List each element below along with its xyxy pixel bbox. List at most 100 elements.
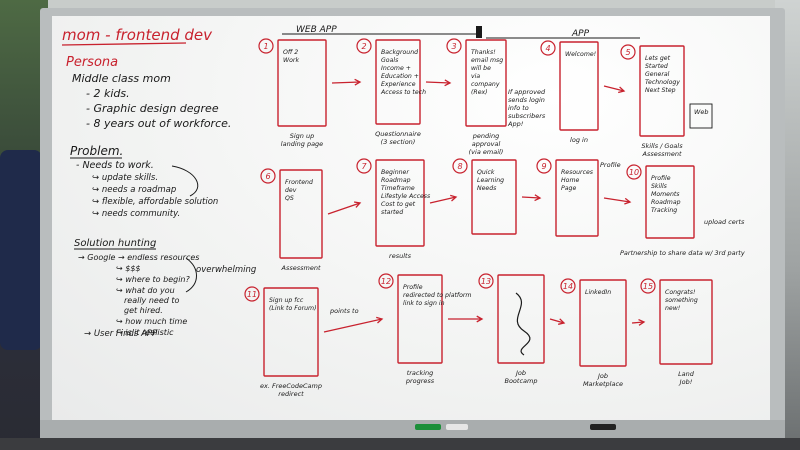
flow-arrow-6 <box>521 194 542 202</box>
overwhelming-note: overwhelming <box>196 265 257 275</box>
problem-heading: Problem. <box>70 144 123 158</box>
flow-arrow-10 <box>549 318 566 325</box>
solution-line-8: ↪ is it realistic <box>116 328 174 337</box>
step-14-number: 14 <box>563 282 573 291</box>
persona-heading: Persona <box>66 55 118 70</box>
step-2-badge <box>356 38 372 54</box>
solution-line-2: ↪ $$$ <box>116 264 141 273</box>
flow-arrow-1 <box>331 78 362 86</box>
board-title: mom - frontend dev <box>62 26 213 44</box>
step-14-screen-text: LinkedIn <box>585 289 611 296</box>
persona-line-2: - 2 kids. <box>86 87 130 100</box>
marker-black <box>590 424 616 430</box>
step-11-screen-text: Sign up fcc(Link to Forum) <box>269 297 316 312</box>
step-11-number: 11 <box>247 290 257 299</box>
persona-line-3: - Graphic design degree <box>86 102 219 115</box>
step-4-number: 4 <box>545 44 550 53</box>
step-7-badge <box>356 158 372 174</box>
flow-arrow-11 <box>631 318 646 326</box>
solution-line-7: ↪ how much time <box>116 317 187 326</box>
solution-line-4: ↪ what do you <box>116 286 175 295</box>
step-10-number: 10 <box>629 168 639 177</box>
floor <box>0 438 800 450</box>
title-group: mom - frontend dev <box>61 26 213 46</box>
marker-green <box>415 424 441 430</box>
step-5-screen <box>639 45 685 137</box>
step-1-number: 1 <box>263 42 268 51</box>
step-9-screen <box>555 159 599 237</box>
step-12-screen <box>397 274 443 364</box>
step-3-screen <box>465 39 507 127</box>
step-15-number: 15 <box>643 282 653 291</box>
flow-arrow-2 <box>425 79 452 87</box>
step-8-screen <box>471 159 517 235</box>
step-6-screen <box>279 169 323 259</box>
office-chair <box>0 150 42 350</box>
marker-white <box>446 424 468 430</box>
step-11-screen <box>263 287 319 377</box>
step-2-number: 2 <box>361 42 366 51</box>
step-10-badge <box>626 164 642 180</box>
step-10-screen <box>645 165 695 239</box>
solution-line-5: really need to <box>124 296 180 305</box>
flow-arrow-3 <box>603 85 626 94</box>
step-6-number: 6 <box>265 172 270 181</box>
step-5-number: 5 <box>625 48 630 57</box>
step-5-badge <box>620 44 636 60</box>
redirect-note: points to <box>329 307 359 315</box>
step-2-caption: Questionnaire(3 section) <box>375 130 421 146</box>
problem-line-3: ↪ needs a roadmap <box>92 185 176 195</box>
problem-line-1: - Needs to work. <box>76 160 154 171</box>
step-6-caption: Assessment <box>281 264 321 272</box>
step-1-screen <box>277 39 327 127</box>
step-13-screen <box>497 274 545 364</box>
step-12-number: 12 <box>381 277 391 286</box>
solution-line-6: get hired. <box>124 306 163 315</box>
flow-arrow-9 <box>448 315 484 323</box>
step-3-number: 3 <box>451 42 456 51</box>
flow-arrow-8 <box>323 316 384 333</box>
solution-heading: Solution hunting <box>74 238 156 249</box>
step-3-badge <box>446 38 462 54</box>
step-7-screen <box>375 159 425 247</box>
step-12-badge <box>378 273 394 289</box>
problem-section: Problem. - Needs to work. ↪ update skill… <box>70 144 218 219</box>
flow-arrow-4 <box>327 201 362 215</box>
step-9-number: 9 <box>541 162 546 171</box>
step-2-screen <box>375 39 421 125</box>
persona-line-1: Middle class mom <box>72 72 171 85</box>
step-1-badge <box>258 38 274 54</box>
step-13-squiggle <box>515 292 531 356</box>
step-14-badge <box>560 278 576 294</box>
upload-note: upload certs <box>704 218 745 226</box>
web-app-label: WEB APP <box>296 25 337 35</box>
